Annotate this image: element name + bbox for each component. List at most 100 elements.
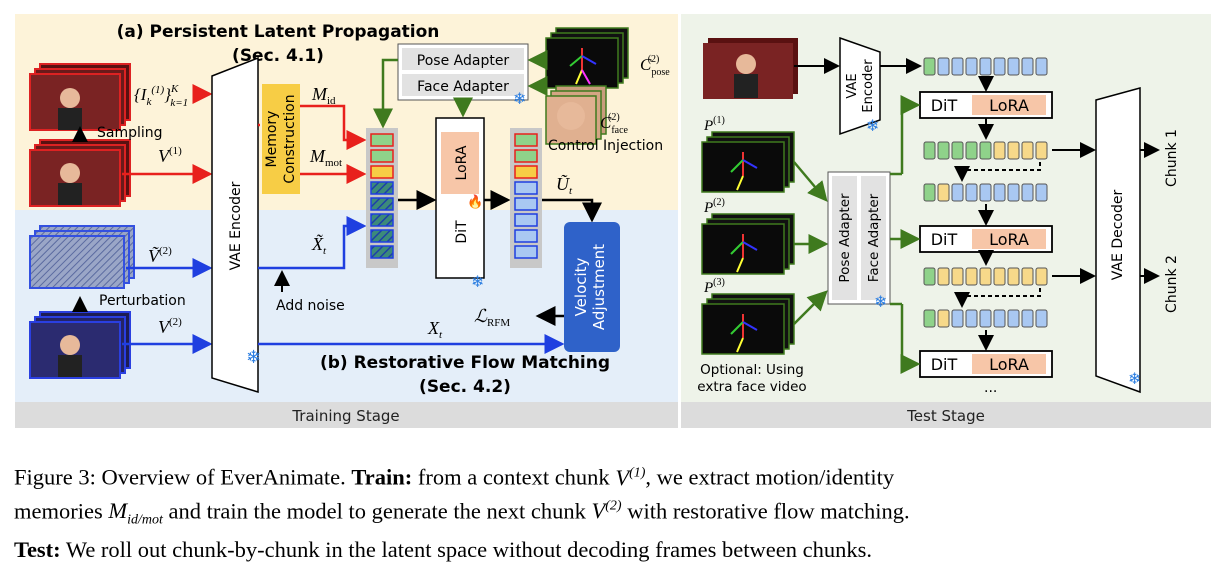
caption-math-mid-mot: Mid/mot [108, 498, 163, 528]
face-condition-frames [545, 85, 607, 145]
latent-token [937, 183, 950, 202]
caption-math-v1: V(1) [615, 464, 646, 490]
latent-row-2 [923, 141, 1048, 160]
caption-line-1: Figure 3: Overview of EverAnimate. Train… [14, 458, 1219, 492]
memory-construction-label-2: Construction [282, 94, 298, 183]
latent-token [979, 57, 992, 76]
vae-encoder-test-label-1: VAE [845, 73, 860, 98]
arrow-encoder-to-noisy-latent [258, 216, 367, 270]
latent-token [1007, 267, 1020, 286]
arrow-adapters-to-tokens [373, 58, 398, 129]
latent-token [965, 183, 978, 202]
pose-frames-p1 [701, 131, 795, 193]
latent-token [1035, 141, 1048, 160]
snowflake-test-encoder-icon: ❄ [866, 116, 879, 135]
latent-token [1035, 267, 1048, 286]
perturbation-label: Perturbation [99, 293, 186, 309]
latent-token [965, 267, 978, 286]
input-token-column [366, 128, 398, 268]
test-stage-bar [681, 402, 1211, 428]
training-stage-bar [15, 402, 678, 428]
snowflake-test-adapter-icon: ❄ [874, 292, 887, 311]
memory-construction-label-1: Memory [264, 111, 280, 168]
latent-token [923, 141, 936, 160]
latent-token [979, 309, 992, 328]
context-frames-v1 [29, 139, 131, 207]
face-adapter-training [402, 74, 524, 96]
figure-caption: Figure 3: Overview of EverAnimate. Train… [14, 458, 1219, 564]
target-frames-v2 [29, 311, 131, 379]
dit-test-label-3: DiT [931, 355, 958, 374]
latent-token [1021, 183, 1034, 202]
velocity-label-2: Adjustment [590, 244, 608, 330]
pose-adapter-training-label: Pose Adapter [417, 53, 510, 69]
caption-line-2: memories Mid/mot and train the model to … [14, 492, 1219, 535]
latent-token [993, 57, 1006, 76]
latent-row-3 [923, 183, 1048, 202]
latent-token [979, 267, 992, 286]
latent-token [951, 309, 964, 328]
arrow-row4-to-row5 [954, 288, 1041, 308]
latent-token [1007, 309, 1020, 328]
test-stage-label: Test Stage [906, 407, 985, 425]
caption-text: with restorative flow matching. [621, 498, 910, 523]
vae-encoder-test-label-2: Encoder [861, 59, 876, 113]
lora-test-label-3: LoRA [989, 355, 1029, 374]
vae-decoder-test-label: VAE Decoder [1110, 190, 1126, 281]
latent-token [979, 183, 992, 202]
lora-test-label-1: LoRA [989, 96, 1029, 115]
latent-token [951, 183, 964, 202]
caption-text: We roll out chunk-by-chunk in the latent… [60, 536, 872, 562]
snowflake-test-decoder-icon: ❄ [1128, 369, 1141, 388]
latent-row-5 [923, 309, 1048, 328]
chunk2-label: Chunk 2 [1164, 255, 1180, 313]
latent-token [923, 183, 936, 202]
caption-line-3: Test: We roll out chunk-by-chunk in the … [14, 535, 1219, 564]
velocity-label-1: Velocity [572, 257, 590, 316]
vae-decoder-test [1095, 87, 1141, 394]
snowflake-adapters-icon: ❄ [513, 89, 526, 108]
lora-test-box-1 [972, 95, 1046, 115]
perturbed-frames [29, 225, 135, 289]
caption-text: and train the model to generate the next… [162, 498, 592, 523]
latent-token [951, 141, 964, 160]
latent-token [993, 309, 1006, 328]
dit-test-label-2: DiT [931, 230, 958, 249]
optional-label-2: extra face video [697, 379, 806, 395]
latent-token [993, 141, 1006, 160]
overview-figure: Training Stage Test Stage (a) Persistent… [15, 14, 1211, 428]
test-input-frames [703, 38, 798, 99]
test-ellipsis: ... [984, 380, 997, 396]
section-b-title: (b) Restorative Flow Matching [320, 353, 610, 373]
arrow-mid-to-tokens [300, 104, 367, 150]
latent-token [965, 141, 978, 160]
latent-token [993, 267, 1006, 286]
latent-token [965, 57, 978, 76]
sampling-label: Sampling [97, 125, 163, 141]
arrow-adapter-to-dit3 [900, 304, 921, 374]
arrow-p3-to-adapter [793, 290, 828, 325]
face-adapter-training-label: Face Adapter [417, 79, 509, 95]
latent-token [923, 309, 936, 328]
pose-adapter-test [832, 176, 857, 300]
context-frames-sampled [29, 63, 131, 131]
output-token-column [510, 128, 542, 268]
caption-text: , we extract motion/identity [645, 464, 895, 490]
latent-token [1035, 183, 1048, 202]
vae-encoder-training-label: VAE Encoder [228, 181, 244, 270]
latent-token [1021, 309, 1034, 328]
lora-test-box-2 [972, 229, 1046, 249]
caption-text: memories [14, 498, 109, 523]
caption-train-bold: Train: [351, 464, 413, 490]
memory-construction-box [262, 84, 300, 194]
control-injection-label: Control Injection [548, 138, 663, 154]
lora-training-box [441, 132, 479, 194]
latent-token [1035, 309, 1048, 328]
section-a-title: (a) Persistent Latent Propagation [117, 22, 440, 42]
latent-row-1 [923, 57, 1048, 76]
latent-token [923, 57, 936, 76]
latent-token [979, 141, 992, 160]
snowflake-encoder-icon: ❄ [246, 347, 261, 368]
lora-test-box-3 [972, 354, 1046, 374]
latent-row-4 [923, 267, 1048, 286]
